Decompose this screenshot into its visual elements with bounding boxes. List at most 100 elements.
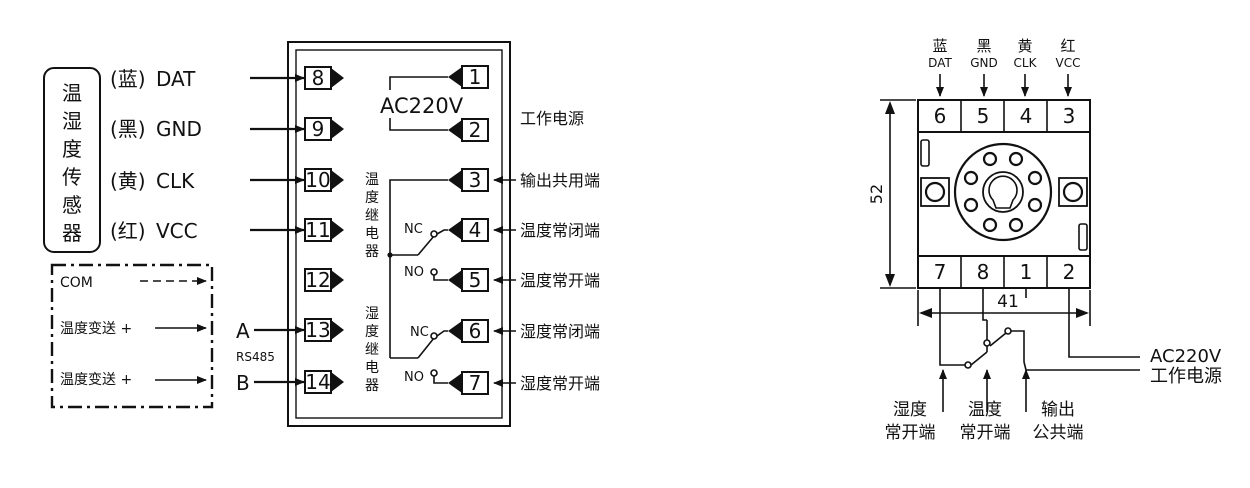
desc-terminal-6: 湿度常闭端: [520, 322, 600, 341]
terminal-12: 12: [304, 268, 344, 292]
bottom-label-line1: 温度: [968, 400, 1002, 420]
socket-wire-en: GND: [970, 56, 998, 70]
height-dim-label: 52: [867, 184, 886, 204]
sensor-box: 温 湿 度 传 感 器: [43, 67, 101, 253]
relay-char: 电: [365, 226, 379, 242]
terminal-14: 14: [304, 370, 344, 394]
terminal-7: 7: [448, 371, 489, 395]
terminal-number: 1: [469, 65, 482, 89]
bottom-label-line2: 常开端: [885, 423, 936, 443]
desc-terminal-3: 输出共用端: [520, 171, 600, 190]
socket-top-wire-labels: 蓝 DAT 黑 GND 黄 CLK 红 VCC: [928, 37, 1081, 97]
terminal-number: 7: [469, 371, 482, 395]
desc-terminal-7: 湿度常开端: [520, 374, 600, 393]
terminal-number: 3: [469, 168, 482, 192]
socket-bottom-pin: 7: [934, 260, 947, 284]
temp-nc-label: NC: [404, 222, 423, 237]
socket-wire-cn: 红: [1060, 37, 1075, 55]
hum-relay-label: 湿 度 继 电 器: [365, 306, 379, 394]
right-terminals: 1 2 3 4 5 6 7: [448, 65, 489, 395]
socket-power-labels: AC220V 工作电源: [1150, 346, 1222, 387]
socket-wire-en: VCC: [1056, 56, 1081, 70]
socket-body: 6 5 4 3 7 8 1 2: [917, 99, 1091, 289]
sensor-char: 感: [62, 193, 82, 217]
terminal-10: 10: [304, 168, 344, 192]
terminal-1: 1: [448, 65, 489, 89]
terminal-4: 4: [448, 218, 489, 242]
terminal-number: 9: [312, 117, 325, 141]
relay-char: 继: [365, 208, 379, 224]
desc-terminal-5: 温度常开端: [520, 271, 600, 290]
sensor-wire-labels: (蓝) DAT (黑) GND (黄) CLK (红) VCC: [110, 67, 202, 243]
relay-char: 度: [365, 324, 379, 340]
terminal-number: 6: [469, 319, 482, 343]
terminal-2: 2: [448, 118, 489, 142]
height-dimension: 52: [867, 99, 916, 289]
terminal-5: 5: [448, 268, 489, 292]
bottom-label-line2: 公共端: [1033, 423, 1084, 443]
terminal-3: 3: [448, 168, 489, 192]
terminal-number: 14: [305, 370, 330, 394]
desc-terminal-4: 温度常闭端: [520, 221, 600, 240]
relay-wiring: NC NO NC NO: [387, 179, 448, 385]
socket-wire-cn: 黄: [1017, 37, 1032, 55]
terminal-number: 12: [305, 268, 330, 292]
socket-wire-cn: 蓝: [932, 37, 947, 55]
socket-top-pin: 3: [1063, 104, 1076, 128]
sensor-char: 度: [62, 137, 82, 161]
socket-power-voltage: AC220V: [1150, 346, 1222, 367]
temp-relay-label: 温 度 继 电 器: [365, 172, 379, 260]
relay-char: 器: [365, 378, 379, 394]
width-dim-label: 41: [997, 292, 1019, 312]
wire-signal-vcc: VCC: [156, 219, 198, 243]
left-terminals: 8 9 10 11 12 13 14: [304, 66, 344, 394]
relay-char: 继: [365, 342, 379, 358]
terminal-8: 8: [304, 66, 344, 90]
terminal-number: 8: [312, 66, 325, 90]
socket-top-pin: 6: [934, 104, 947, 128]
rs485-label: RS485: [236, 350, 275, 364]
relay-char: 温: [365, 172, 379, 188]
terminal-11: 11: [304, 218, 344, 242]
socket-bottom-pin: 2: [1063, 260, 1076, 284]
terminal-6: 6: [448, 319, 489, 343]
socket-bottom-pin: 1: [1020, 260, 1033, 284]
socket-wire-cn: 黑: [976, 37, 991, 55]
terminal-number: 13: [305, 318, 330, 342]
terminal-number: 11: [305, 218, 330, 242]
bottom-label-line1: 湿度: [893, 400, 927, 420]
width-dimension: 41: [917, 290, 1091, 326]
hum-nc-label: NC: [410, 325, 429, 340]
rs485-a: A: [236, 319, 250, 343]
hum-no-label: NO: [404, 370, 424, 385]
transmit-box: COM 温度变送 + 温度变送 +: [50, 263, 214, 409]
socket-wire-en: DAT: [928, 56, 952, 70]
transmit-label-1: 温度变送 +: [60, 321, 132, 337]
socket-bottom-pin: 8: [977, 260, 990, 284]
sensor-arrows: [250, 74, 305, 234]
terminal-13: 13: [304, 318, 344, 342]
socket-top-pin: 4: [1020, 104, 1033, 128]
power-bracket: AC220V: [380, 76, 464, 131]
terminal-number: 2: [469, 118, 482, 142]
controller-body: [287, 41, 511, 427]
com-label: COM: [60, 275, 93, 291]
wire-signal-clk: CLK: [156, 169, 195, 193]
wire-color-vcc: (红): [110, 219, 146, 243]
relay-char: 器: [365, 244, 379, 260]
wire-color-clk: (黄): [110, 169, 146, 193]
wire-color-gnd: (黑): [110, 117, 146, 141]
temp-no-label: NO: [404, 265, 424, 280]
relay-char: 度: [365, 190, 379, 206]
relay-char: 湿: [365, 306, 379, 322]
power-voltage-label: AC220V: [380, 94, 464, 118]
socket-top-pin: 5: [977, 104, 990, 128]
wire-signal-dat: DAT: [156, 67, 196, 91]
sensor-char: 器: [62, 221, 82, 245]
sensor-char: 温: [62, 81, 82, 105]
terminal-descriptions: 工作电源 输出共用端 温度常闭端 温度常开端 湿度常闭端 湿度常开端: [493, 109, 600, 393]
rs485-b: B: [236, 371, 250, 395]
terminal-number: 10: [305, 168, 330, 192]
terminal-9: 9: [304, 117, 344, 141]
